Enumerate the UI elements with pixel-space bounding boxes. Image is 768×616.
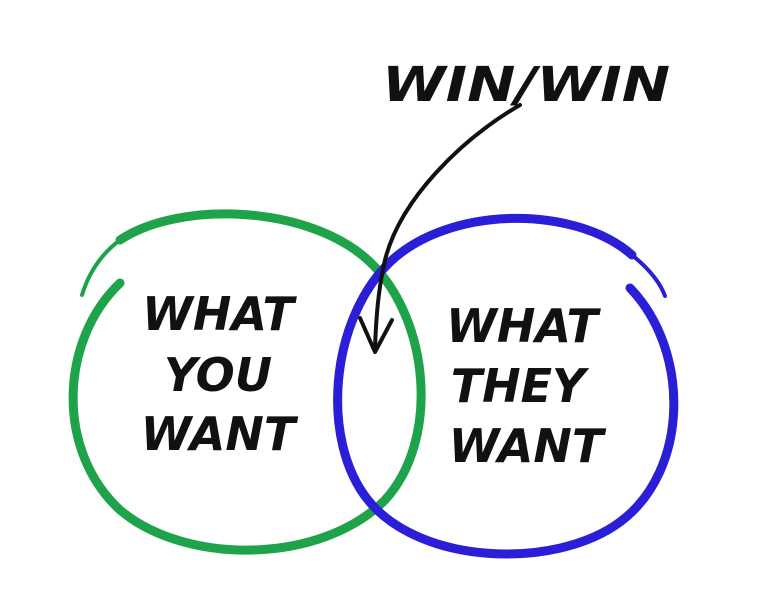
callout-arrow-head (358, 316, 394, 354)
callout-label: WIN/WIN (382, 57, 670, 113)
right-circle-text: WHAT THEY WANT (446, 299, 607, 473)
right-circle-line-2: THEY (451, 359, 590, 413)
left-circle-line-3: WANT (141, 407, 299, 461)
left-circle-group (68, 209, 426, 555)
right-circle-line-1: WHAT (446, 299, 601, 353)
callout-arrow (358, 103, 522, 354)
left-circle-line-1: WHAT (142, 287, 297, 341)
right-circle-sweep-tail (630, 253, 667, 298)
left-circle-outline (68, 209, 426, 555)
left-circle-sweep-tail (80, 238, 122, 297)
right-circle-group (333, 213, 679, 559)
right-circle-line-3: WANT (449, 419, 607, 473)
left-circle-line-2: YOU (164, 348, 272, 402)
right-circle-outline (333, 213, 679, 559)
left-circle-text: WHAT YOU WANT (141, 287, 299, 461)
callout-arrow-shaft (373, 103, 522, 350)
